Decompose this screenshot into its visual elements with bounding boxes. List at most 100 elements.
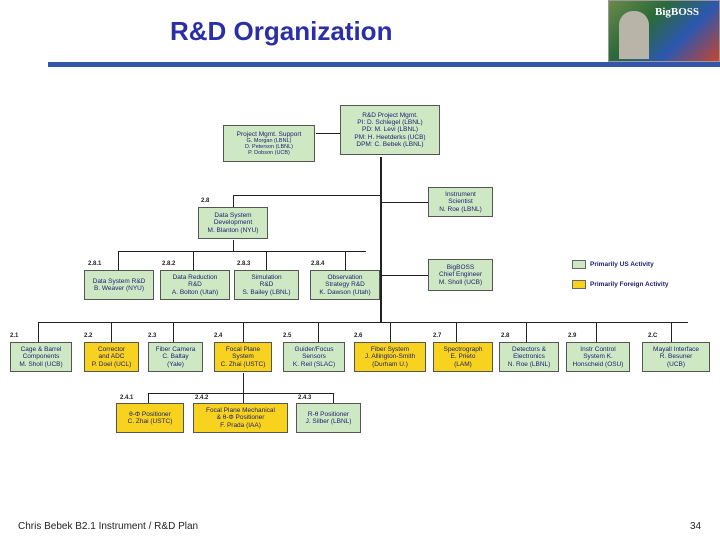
box-line: (Durham U.) xyxy=(372,360,408,368)
connector-line xyxy=(243,322,244,342)
box-line: Fiber Camera xyxy=(155,346,196,354)
box-line: Mayall Interface xyxy=(653,346,699,354)
connector-line xyxy=(390,322,391,342)
instr-control-box: Instr Control System K. Honscheid (OSU) xyxy=(566,342,630,372)
wbs-code: 2.2 xyxy=(84,333,93,339)
box-line: M. Blanton (NYU) xyxy=(207,226,259,234)
telescope-dome-icon xyxy=(619,11,649,59)
fiber-system-box: Fiber System J. Allington-Smith (Durham … xyxy=(354,342,426,372)
wbs-code: 2.8.2 xyxy=(162,261,176,267)
r-theta-positioner-box: R-θ Positioner J. Silber (LBNL) xyxy=(296,403,361,433)
box-line: P. Doel (UCL) xyxy=(91,360,132,368)
observation-strategy-box: Observation Strategy R&D K. Dawson (Utah… xyxy=(310,270,380,300)
box-line: Observation xyxy=(327,274,363,282)
box-line: Focal Plane xyxy=(225,346,261,354)
connector-line xyxy=(233,195,381,196)
connector-line xyxy=(118,251,366,252)
box-line: Guider/Focus xyxy=(294,346,334,354)
connector-line xyxy=(380,275,428,276)
box-line: System K. xyxy=(583,353,613,361)
connector-line xyxy=(111,322,112,342)
box-line: Data Reduction xyxy=(172,274,218,282)
simulation-box: Simulation R&D S. Bailey (LBNL) xyxy=(234,270,299,300)
rd-project-mgmt-box: R&D Project Mgmt. PI: D. Schlegel (LBNL)… xyxy=(340,105,440,155)
box-line: Data System xyxy=(214,212,252,220)
box-line: Instrument xyxy=(445,191,476,199)
logo-text: BigBOSS xyxy=(655,6,700,18)
focal-plane-mechanical-box: Focal Plane Mechanical & θ-Φ Positioner … xyxy=(193,403,288,433)
box-line: & θ-Φ Positioner xyxy=(216,414,265,422)
box-line: Chief Engineer xyxy=(439,271,482,279)
box-line: G. Morgan (LBNL) xyxy=(246,138,292,144)
connector-line xyxy=(333,393,334,403)
bigboss-logo: BigBOSS xyxy=(608,0,720,62)
fiber-camera-box: Fiber Camera C. Baltay (Yale) xyxy=(148,342,203,372)
legend-us-swatch xyxy=(572,260,586,269)
title-underline xyxy=(48,62,720,67)
connector-line xyxy=(243,393,244,403)
box-line: Honscheid (OSU) xyxy=(572,360,624,368)
connector-line xyxy=(526,322,527,342)
box-line: E. Prieto xyxy=(450,353,476,361)
box-line: Cage & Barrel xyxy=(20,346,62,354)
legend-foreign-swatch xyxy=(572,280,586,289)
data-reduction-box: Data Reduction R&D A. Bolton (Utah) xyxy=(160,270,230,300)
box-line: R. Besuner xyxy=(659,353,693,361)
box-line: N. Roe (LBNL) xyxy=(507,360,551,368)
box-line: C. Zhai (USTC) xyxy=(127,418,173,425)
box-line: R&D xyxy=(259,281,274,289)
box-line: θ-Φ Positioner xyxy=(129,410,171,418)
box-line: Scientist xyxy=(448,198,473,206)
corrector-adc-box: Corrector and ADC P. Doel (UCL) xyxy=(84,342,139,372)
connector-line xyxy=(173,322,174,342)
box-line: Fiber System xyxy=(370,346,410,354)
connector-line xyxy=(671,322,672,342)
connector-line xyxy=(596,322,597,342)
box-line: Development xyxy=(213,219,253,227)
connector-line xyxy=(38,322,39,342)
box-line: PM: H. Heetderks (UCB) xyxy=(354,133,426,141)
connector-line xyxy=(233,240,234,251)
box-line: J. Allington-Smith xyxy=(364,353,416,361)
connector-line xyxy=(380,202,428,203)
wbs-code: 2.1 xyxy=(10,333,19,339)
box-line: Simulation xyxy=(251,274,282,282)
connector-line xyxy=(318,322,319,342)
box-line: BigBOSS xyxy=(446,264,475,272)
footer-caption: Chris Bebek B2.1 Instrument / R&D Plan xyxy=(18,521,199,532)
wbs-code: 2.9 xyxy=(568,333,577,339)
data-system-rd-box: Data System R&D B. Weaver (NYU) xyxy=(84,270,154,300)
box-line: (LAM) xyxy=(454,360,472,368)
box-line: K. Reil (SLAC) xyxy=(292,360,336,368)
page-number: 34 xyxy=(690,521,702,532)
box-line: N. Roe (LBNL) xyxy=(439,205,482,213)
theta-phi-positioner-box: θ-Φ Positioner C. Zhai (USTC) xyxy=(116,403,184,433)
box-line: PD: M. Levi (LBNL) xyxy=(362,126,418,134)
wbs-code: 2.6 xyxy=(354,333,363,339)
box-line: F. Prada (IAA) xyxy=(220,421,261,429)
detectors-electronics-box: Detectors & Electronics N. Roe (LBNL) xyxy=(499,342,559,372)
wbs-code: 2.8.1 xyxy=(88,261,102,267)
focal-plane-system-box: Focal Plane System C. Zhai (USTC) xyxy=(214,342,272,372)
box-line: Electronics xyxy=(513,353,545,361)
wbs-code: 2.5 xyxy=(283,333,292,339)
connector-line xyxy=(118,251,119,271)
connector-line xyxy=(148,393,149,403)
connector-line xyxy=(266,251,267,271)
box-line: Components xyxy=(22,353,60,361)
box-line: Strategy R&D xyxy=(325,281,365,289)
wbs-code: 2.4.3 xyxy=(298,395,312,401)
wbs-code: 2.4 xyxy=(214,333,223,339)
legend-us-label: Primarily US Activity xyxy=(590,261,654,268)
box-line: C. Baltay xyxy=(162,353,189,361)
connector-line xyxy=(316,133,343,134)
box-line: J. Silber (LBNL) xyxy=(305,418,352,425)
box-line: M. Sholl (UCB) xyxy=(438,278,483,286)
box-line: (UCB) xyxy=(666,360,686,368)
box-line: K. Dawson (Utah) xyxy=(319,288,371,296)
wbs-code: 2.4.2 xyxy=(195,395,209,401)
box-line: B. Weaver (NYU) xyxy=(93,285,145,292)
wbs-code: 2.8 xyxy=(501,333,510,339)
box-line: Project Mgmt. Support xyxy=(236,130,302,138)
wbs-code: 2.8.3 xyxy=(237,261,251,267)
